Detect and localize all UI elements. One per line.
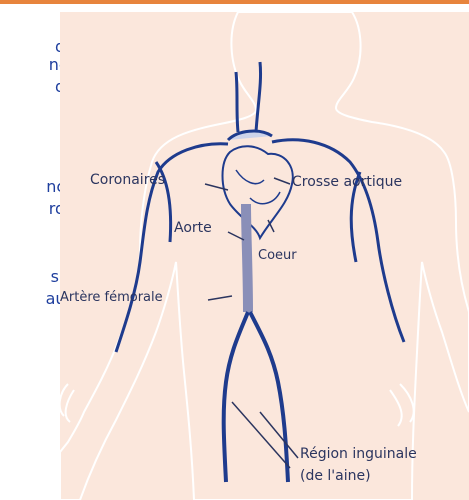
label-region-inguinale: Région inguinale: [300, 446, 417, 462]
label-artere-femorale: Artère fémorale: [60, 290, 163, 305]
label-coronaires: Coronaires: [90, 172, 165, 188]
circulatory-diagram: Coronaires Crosse aortique Aorte Coeur A…: [60, 12, 469, 500]
label-coeur: Coeur: [258, 248, 297, 263]
label-crosse-aortique: Crosse aortique: [292, 174, 402, 190]
label-de-laine: (de l'aine): [300, 468, 371, 484]
aorta-vessel: [246, 204, 248, 312]
label-aorte: Aorte: [174, 220, 212, 236]
